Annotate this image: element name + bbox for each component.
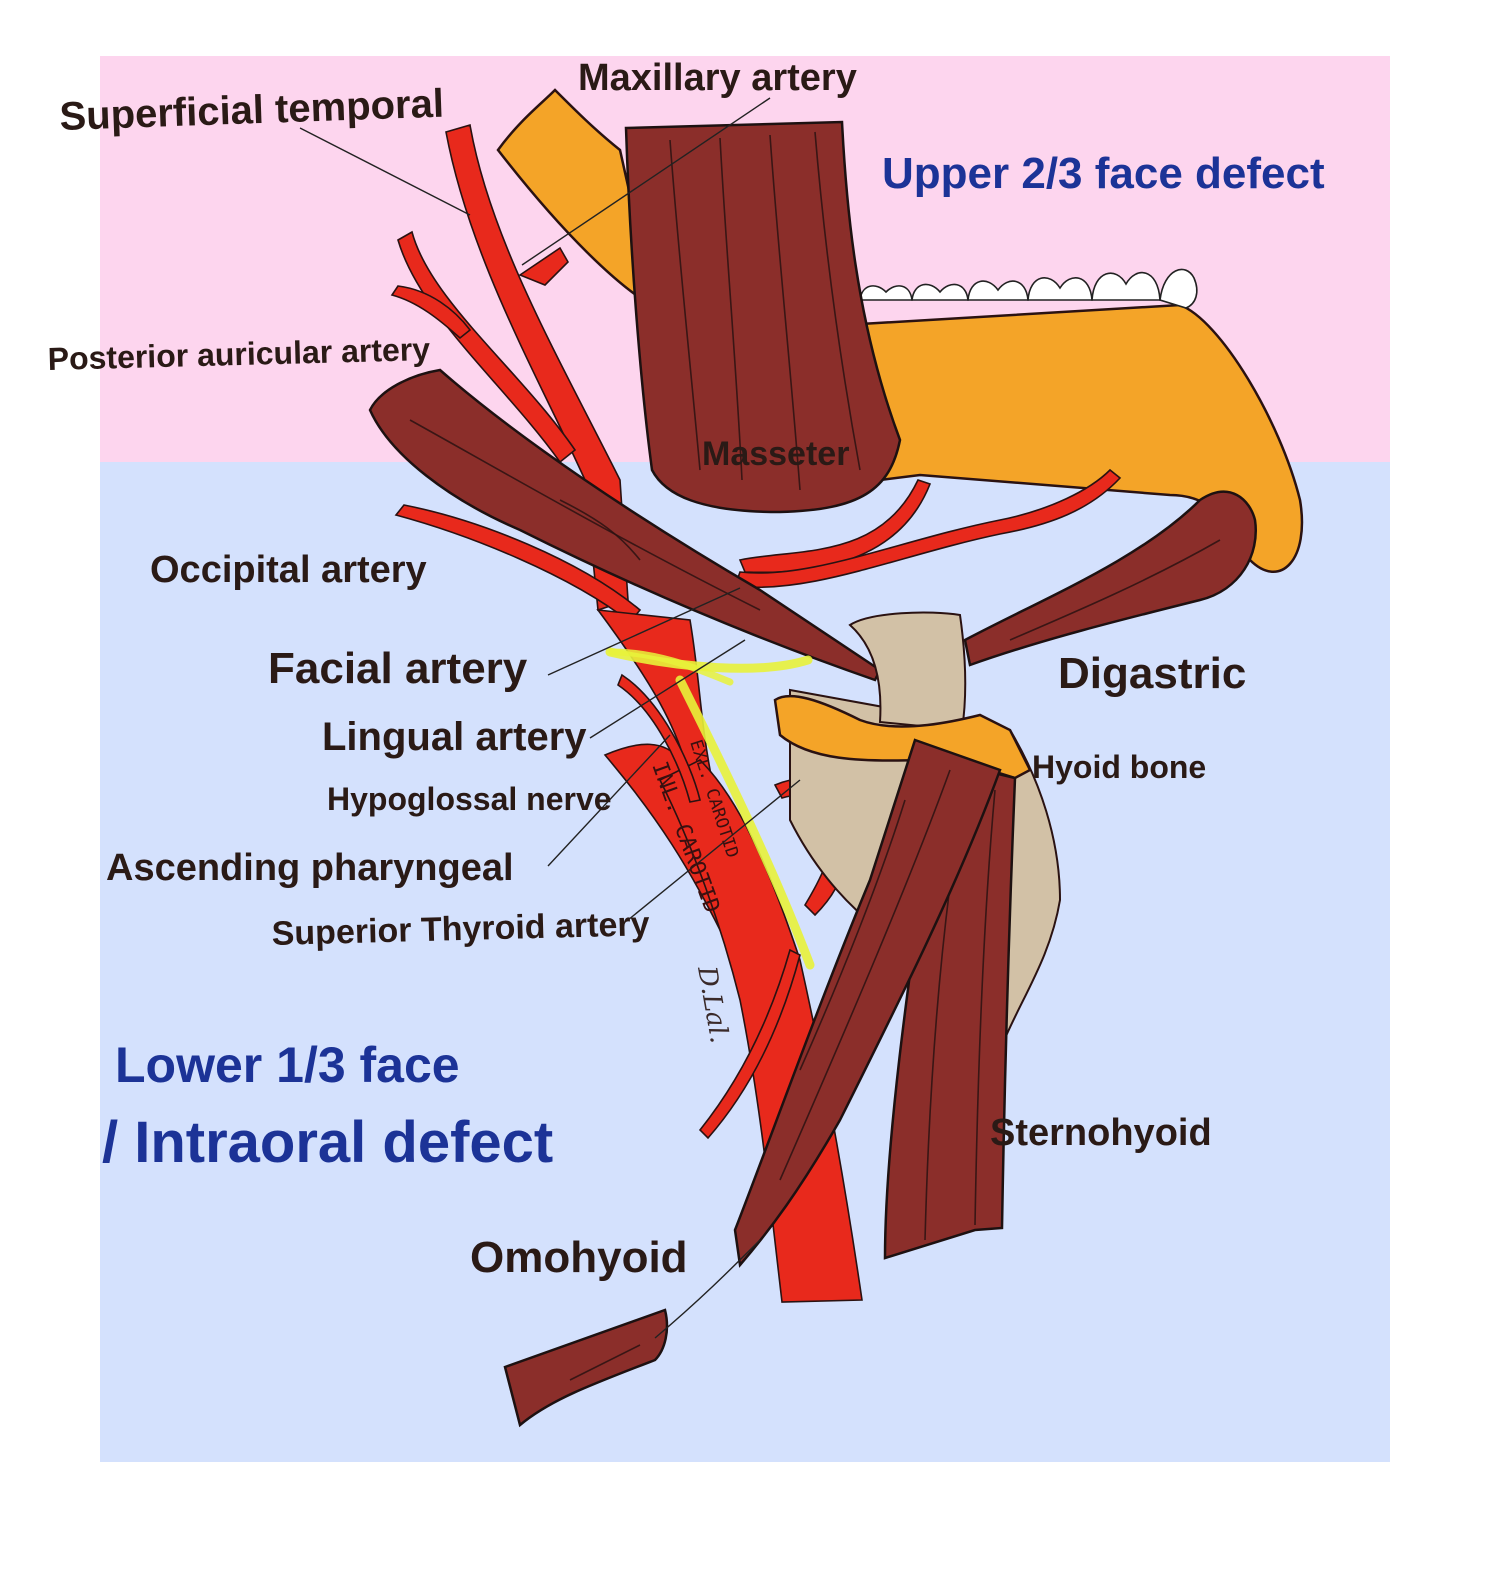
label-digastric: Digastric (1058, 649, 1246, 698)
thyroid-descending-branch (698, 948, 801, 1140)
masseter-fibers (669, 131, 861, 491)
digastric-posterior-belly (368, 368, 882, 682)
leader-maxillary (521, 97, 771, 266)
hypoglossal-nerve (605, 647, 815, 970)
posterior-auricular-twig (390, 285, 472, 340)
label-hyoid-bone: Hyoid bone (1032, 749, 1206, 785)
lingual-artery (733, 468, 1122, 589)
digastric-fibers (409, 419, 761, 611)
ascending-pharyngeal-artery (617, 673, 701, 803)
label-hypoglossal-nerve: Hypoglossal nerve (327, 781, 612, 817)
label-omohyoid: Omohyoid (470, 1233, 688, 1282)
label-maxillary-artery: Maxillary artery (578, 57, 857, 99)
omohyoid-fibers (779, 769, 951, 1181)
label-sternohyoid: Sternohyoid (990, 1112, 1212, 1154)
leader-ascending-pharyngeal (547, 734, 671, 867)
label-masseter: Masseter (702, 435, 849, 473)
leader-superior-thyroid (627, 779, 801, 921)
zone-title-lower-line2: / Intraoral defect (102, 1110, 553, 1175)
label-occipital-artery: Occipital artery (150, 549, 427, 591)
epiglottis-cartilage (848, 611, 967, 732)
label-ascending-pharyngeal: Ascending pharyngeal (106, 847, 514, 889)
leader-superficial-temporal (299, 127, 471, 216)
digastric-anterior-belly (963, 490, 1257, 667)
zone-title-lower-line1: Lower 1/3 face (115, 1037, 460, 1093)
leader-lines (299, 97, 801, 921)
teeth (859, 268, 1198, 309)
leader-facial (547, 587, 741, 676)
digastric-anterior-fibers (1009, 539, 1221, 641)
occipital-artery (394, 504, 642, 624)
maxillary-artery-branch (518, 246, 569, 286)
leader-lingual (589, 639, 746, 739)
zone-title-upper: Upper 2/3 face defect (882, 149, 1325, 198)
omohyoid-inferior-fiber (569, 1344, 641, 1381)
omohyoid-superior-belly (733, 738, 1002, 1268)
label-facial-artery: Facial artery (268, 644, 528, 693)
omohyoid-tendon (654, 1239, 761, 1339)
label-lingual-artery: Lingual artery (322, 715, 587, 759)
